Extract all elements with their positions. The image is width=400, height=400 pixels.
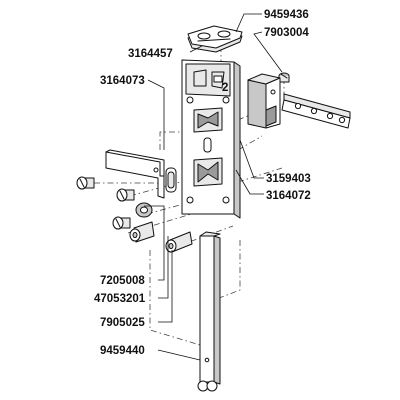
label-7903004: 7903004: [264, 27, 309, 39]
part-number-labels: 9459436 3164457 7903004 3164073 3159403 …: [94, 9, 311, 357]
label-9459440: 9459440: [100, 345, 145, 357]
label-47053201: 47053201: [94, 293, 146, 305]
label-7905025: 7905025: [100, 317, 145, 329]
part-7905025-bolts: [129, 221, 193, 253]
label-3164457: 3164457: [128, 48, 173, 60]
part-7205008-screws: [76, 176, 135, 230]
part-3159403-slider-block: [247, 73, 281, 129]
label-9459436: 9459436: [264, 9, 309, 21]
label-3164073: 3164073: [100, 75, 145, 87]
part-9459436-holed-bar: [281, 93, 351, 129]
part-3164073-lock-plate: [181, 59, 241, 219]
left-angle-bracket: [105, 149, 177, 199]
part-47053201-washer: [135, 202, 153, 218]
label-7205008: 7205008: [100, 275, 145, 287]
part-3164457-top-clip: [187, 25, 243, 53]
plate-marking: 2: [222, 82, 228, 94]
leader-lines: [144, 13, 283, 361]
label-3159403: 3159403: [266, 173, 311, 185]
part-9459440-rod: [197, 231, 221, 392]
label-3164072: 3164072: [266, 190, 311, 202]
